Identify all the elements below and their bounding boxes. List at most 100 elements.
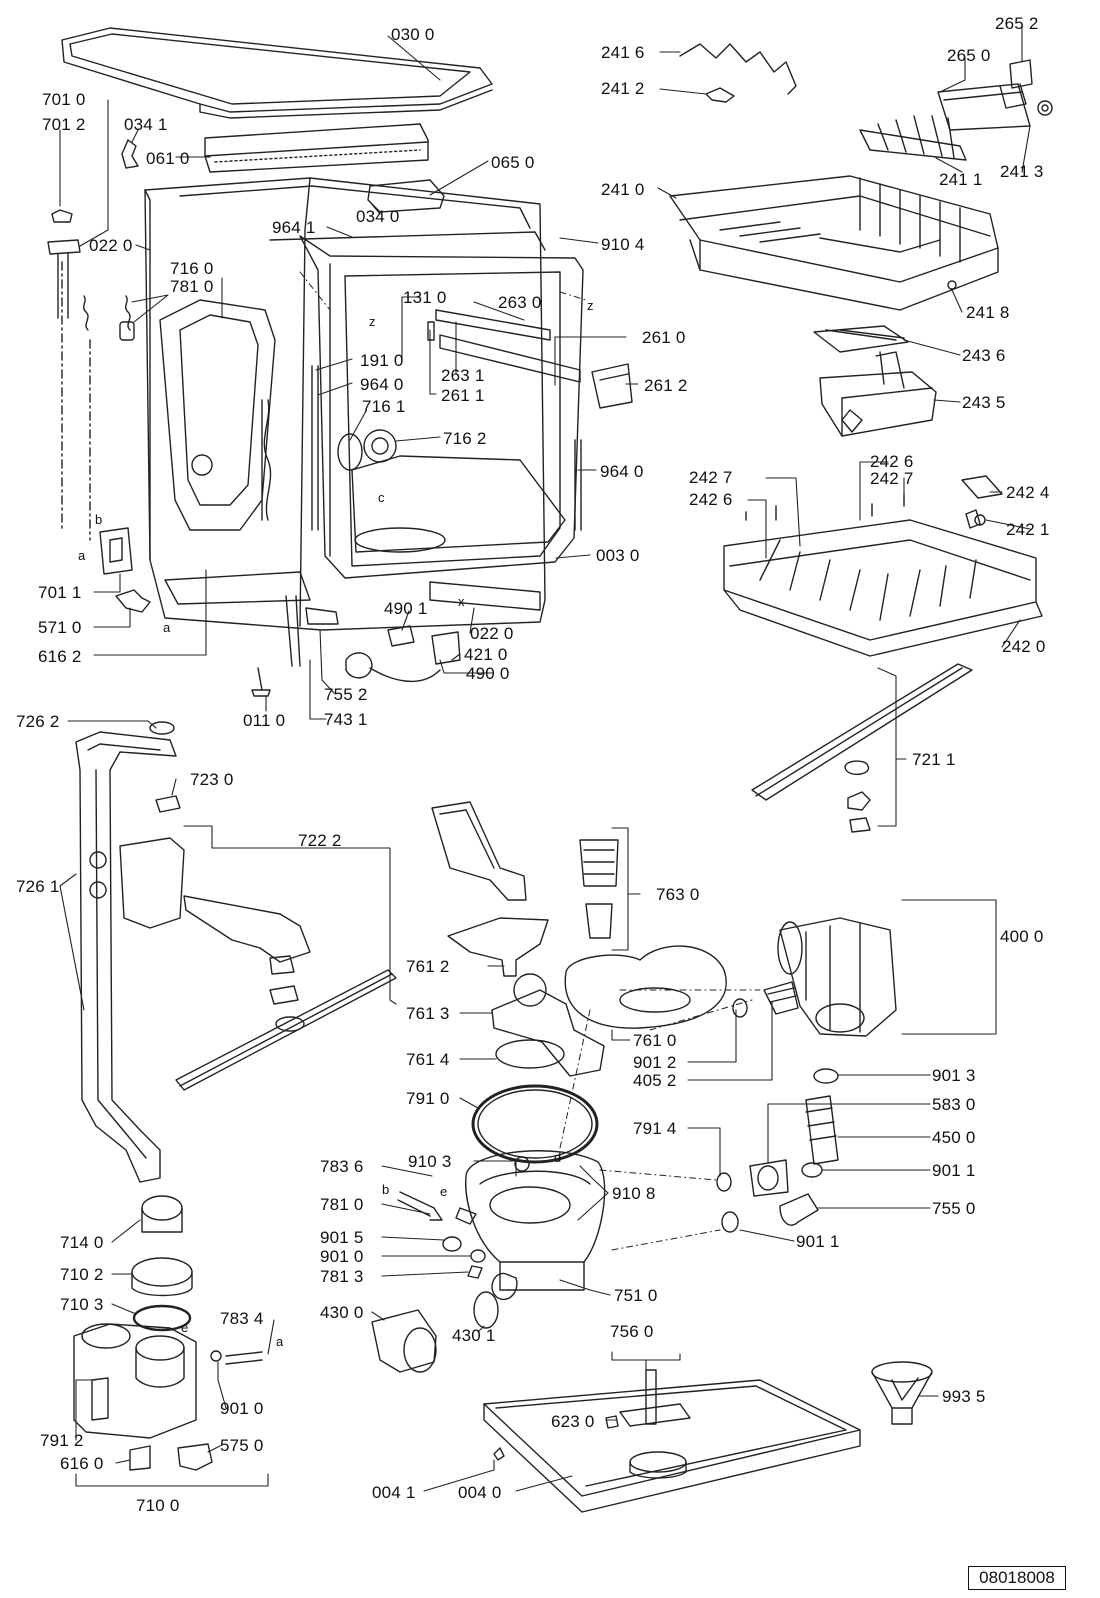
part-label: 723 0: [190, 770, 234, 789]
part-label: 722 2: [298, 831, 342, 850]
motor-and-hoses-drawing: [716, 917, 897, 1233]
part-label: 901 0: [320, 1247, 364, 1266]
part-label: 993 5: [942, 1387, 986, 1406]
part-label: 571 0: [38, 618, 82, 637]
connector-letter: z: [369, 314, 376, 329]
supply-tube-drawing: [75, 721, 177, 1183]
center-pump-assembly-drawing: [371, 801, 727, 1373]
part-label: 910 4: [601, 235, 645, 254]
part-label: 450 0: [932, 1128, 976, 1147]
part-label: 242 7: [689, 468, 733, 487]
part-label: 616 2: [38, 647, 82, 666]
part-label: 242 0: [1002, 637, 1046, 656]
part-label: 405 2: [633, 1071, 677, 1090]
connector-letter: b: [382, 1182, 390, 1197]
lower-basket-drawing: [723, 475, 1043, 657]
part-label: 191 0: [360, 351, 404, 370]
part-label: 783 6: [320, 1157, 364, 1176]
connector-letter: x: [458, 594, 465, 609]
part-label: 710 0: [136, 1496, 180, 1515]
part-label: 743 1: [324, 710, 368, 729]
part-label: 761 0: [633, 1031, 677, 1050]
part-label: 034 0: [356, 207, 400, 226]
part-label: 781 0: [320, 1195, 364, 1214]
base-tray-drawing: [483, 1369, 861, 1513]
part-label: 241 1: [939, 170, 983, 189]
part-label: 490 1: [384, 599, 428, 618]
part-label: 763 0: [656, 885, 700, 904]
part-label: 261 0: [642, 328, 686, 347]
part-label: 901 3: [932, 1066, 976, 1085]
part-label: 701 1: [38, 583, 82, 602]
part-label: 022 0: [470, 624, 514, 643]
part-label: 263 1: [441, 366, 485, 385]
part-label: 490 0: [466, 664, 510, 683]
part-label: 716 2: [443, 429, 487, 448]
upper-basket-drawing: [669, 43, 1053, 437]
part-label: 761 4: [406, 1050, 450, 1069]
middle-wash-arm-drawing: [119, 795, 397, 1091]
part-label: 421 0: [464, 645, 508, 664]
part-label: 701 2: [42, 115, 86, 134]
door-lock-parts-drawing: [47, 209, 151, 613]
part-label: 243 6: [962, 346, 1006, 365]
part-label: 755 2: [324, 685, 368, 704]
part-label: 131 0: [403, 288, 447, 307]
part-label: 030 0: [391, 25, 435, 44]
part-label: 721 1: [912, 750, 956, 769]
part-label: 791 2: [40, 1431, 84, 1450]
part-label: 430 1: [452, 1326, 496, 1345]
part-label: 400 0: [1000, 927, 1044, 946]
connector-letter: a: [163, 620, 171, 635]
part-label: 022 0: [89, 236, 133, 255]
part-label: 761 2: [406, 957, 450, 976]
part-label: 003 0: [596, 546, 640, 565]
part-label: 065 0: [491, 153, 535, 172]
part-label: 265 0: [947, 46, 991, 65]
part-label: 242 6: [870, 452, 914, 471]
part-label: 910 8: [612, 1184, 656, 1203]
part-label: 791 0: [406, 1089, 450, 1108]
part-label: 242 1: [1006, 520, 1050, 539]
connector-letter: e: [440, 1184, 448, 1199]
funnel-drawing: [871, 1361, 933, 1425]
part-label: 756 0: [610, 1322, 654, 1341]
part-label: 710 3: [60, 1295, 104, 1314]
part-label: 781 0: [170, 277, 214, 296]
part-label: 241 6: [601, 43, 645, 62]
part-label: 964 0: [360, 375, 404, 394]
part-label: 575 0: [220, 1436, 264, 1455]
part-label: 716 0: [170, 259, 214, 278]
part-label: 261 1: [441, 386, 485, 405]
connector-letter: z: [587, 298, 594, 313]
plate-065-drawing: [367, 179, 445, 213]
part-label: 616 0: [60, 1454, 104, 1473]
upper-spray-arm-drawing: [751, 663, 973, 833]
part-label: 751 0: [614, 1286, 658, 1305]
part-label: 755 0: [932, 1199, 976, 1218]
part-label: 583 0: [932, 1095, 976, 1114]
part-label: 242 6: [689, 490, 733, 509]
part-label: 901 1: [932, 1161, 976, 1180]
part-label: 901 1: [796, 1232, 840, 1251]
connector-letter: a: [78, 548, 86, 563]
part-label: 726 1: [16, 877, 60, 896]
tub-frame-drawing: [144, 177, 633, 697]
part-421-0-drawing: [431, 631, 461, 665]
part-label: 781 3: [320, 1267, 364, 1286]
bracket-755-2-drawing: [305, 607, 339, 625]
part-label: 964 1: [272, 218, 316, 237]
part-label: 910 3: [408, 1152, 452, 1171]
part-label: 901 2: [633, 1053, 677, 1072]
top-cover-drawing: [61, 27, 493, 119]
part-label: 243 5: [962, 393, 1006, 412]
connector-letter: d: [554, 1150, 562, 1165]
connector-letter: a: [276, 1334, 284, 1349]
part-label: 011 0: [243, 711, 286, 730]
part-label: 061 0: [146, 149, 190, 168]
part-label: 242 7: [870, 469, 914, 488]
part-label: 714 0: [60, 1233, 104, 1252]
part-label: 241 3: [1000, 162, 1044, 181]
part-label: 034 1: [124, 115, 168, 134]
